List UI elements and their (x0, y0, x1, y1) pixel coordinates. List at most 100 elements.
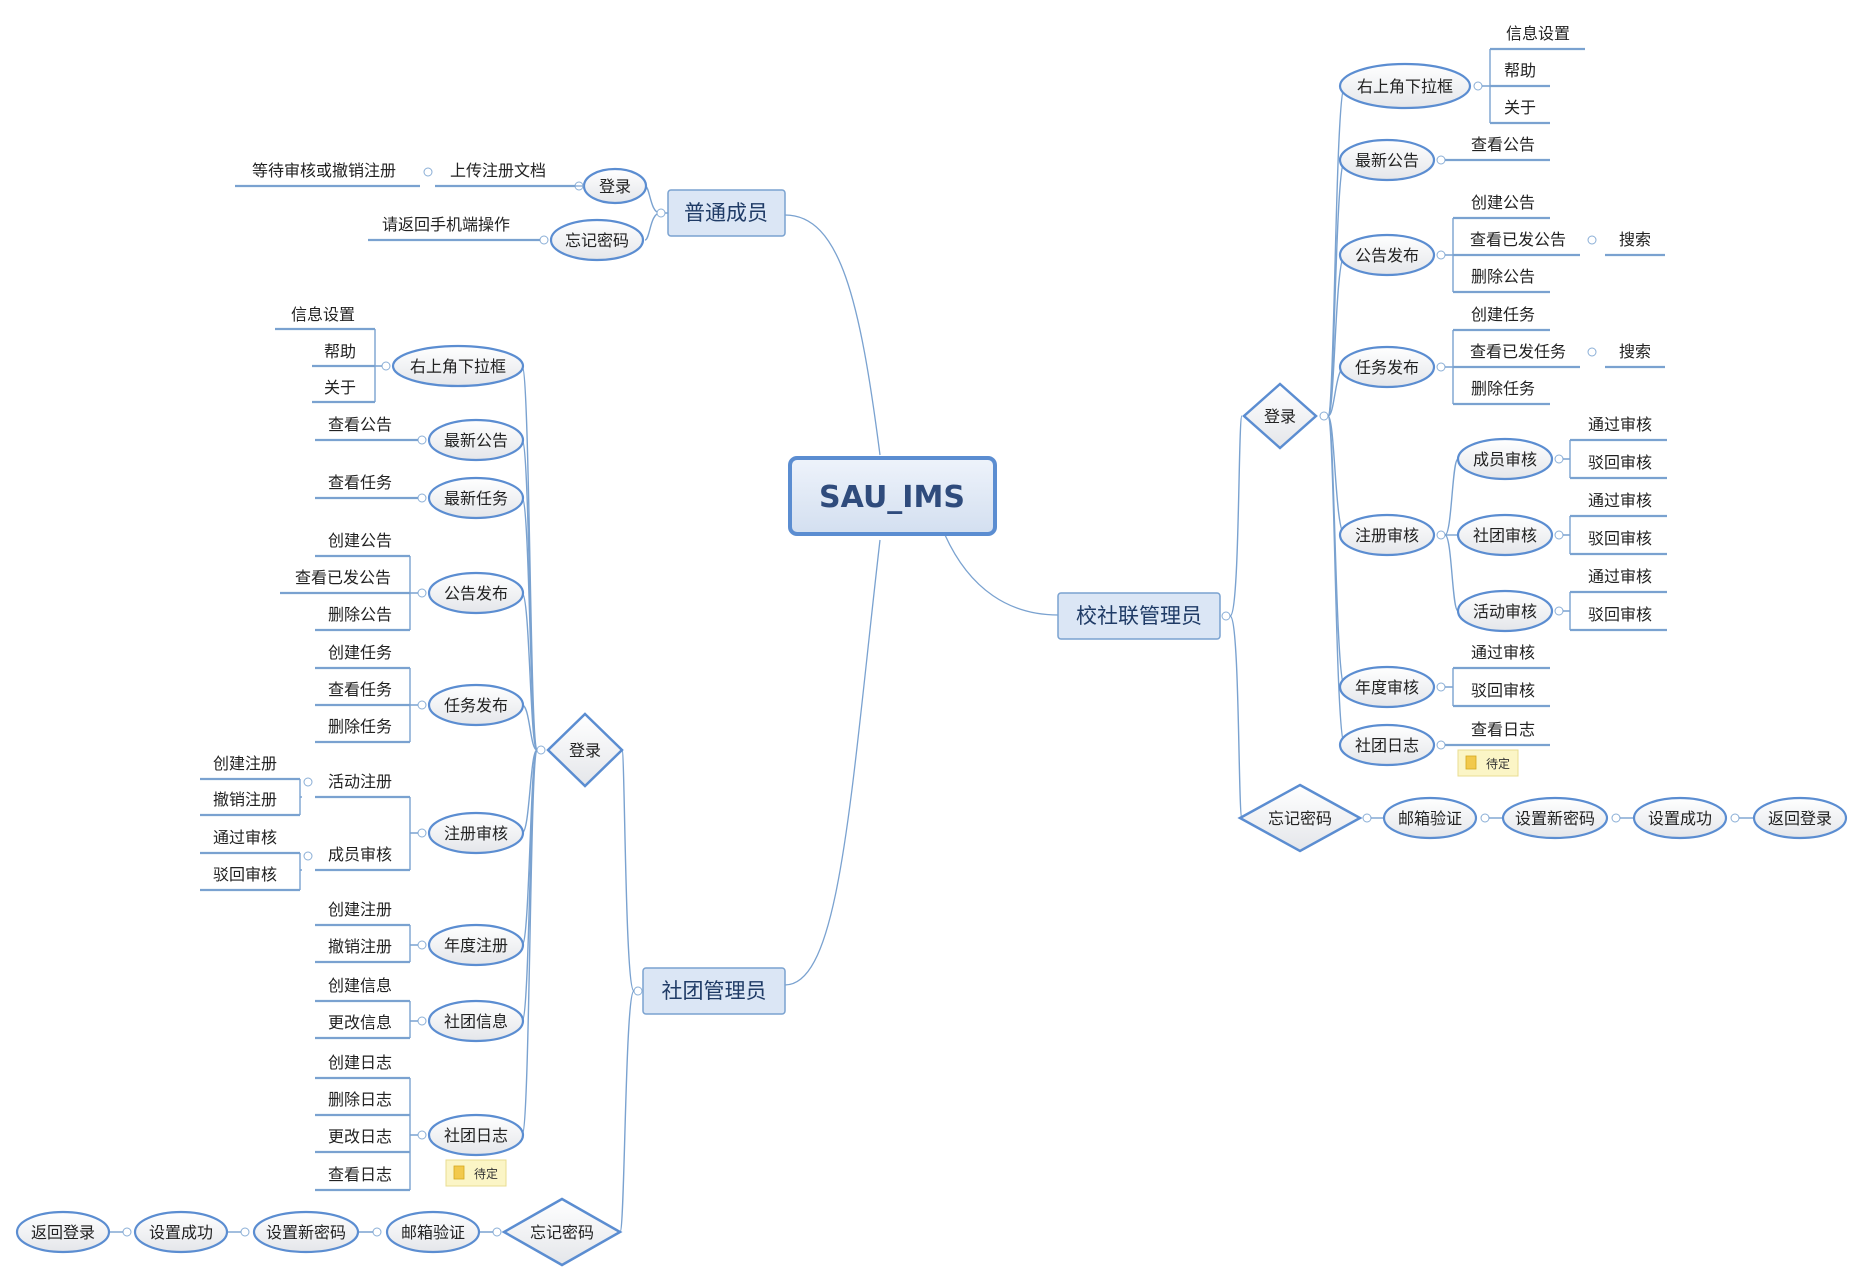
svg-text:设置新密码: 设置新密码 (1515, 809, 1595, 828)
union-activity-review-node[interactable]: 活动审核 (1456, 589, 1554, 633)
club-create-log[interactable]: 创建日志 (328, 1053, 392, 1072)
club-create-task[interactable]: 创建任务 (328, 643, 392, 662)
club-view-task-2[interactable]: 查看任务 (328, 680, 392, 699)
union-notice-publish-node[interactable]: 公告发布 (1338, 233, 1436, 277)
svg-text:设置成功: 设置成功 (149, 1223, 213, 1242)
union-login-node[interactable]: 登录 (1242, 382, 1318, 450)
union-admin-branch: 校社联管理员 登录 右上角下拉框 信息设置 (1057, 24, 1848, 853)
club-dropdown-item[interactable]: 关于 (324, 378, 356, 397)
club-latest-task-node[interactable]: 最新任务 (427, 476, 525, 520)
club-dropdown-item[interactable]: 信息设置 (291, 305, 355, 324)
svg-text:设置新密码: 设置新密码 (266, 1223, 346, 1242)
union-delete-notice[interactable]: 删除公告 (1471, 267, 1535, 286)
club-reg-review-node[interactable]: 注册审核 (427, 811, 525, 855)
union-member-review-node[interactable]: 成员审核 (1456, 437, 1554, 481)
club-edit-log[interactable]: 更改日志 (328, 1127, 392, 1146)
union-admin-node[interactable]: 校社联管理员 (1057, 592, 1221, 640)
union-dropdown-item[interactable]: 帮助 (1504, 61, 1536, 80)
club-view-task[interactable]: 查看任务 (328, 473, 392, 492)
union-approve[interactable]: 通过审核 (1588, 567, 1652, 586)
union-reject[interactable]: 驳回审核 (1588, 529, 1652, 548)
union-approve[interactable]: 通过审核 (1588, 491, 1652, 510)
union-dropdown-item[interactable]: 关于 (1504, 98, 1536, 117)
union-approve[interactable]: 通过审核 (1588, 415, 1652, 434)
union-annual-approve[interactable]: 通过审核 (1471, 643, 1535, 662)
club-log-node[interactable]: 社团日志 (427, 1113, 525, 1157)
svg-text:社团审核: 社团审核 (1473, 526, 1537, 545)
club-delete-log[interactable]: 删除日志 (328, 1090, 392, 1109)
union-forgot-step-email[interactable]: 邮箱验证 (1382, 796, 1478, 840)
union-create-task[interactable]: 创建任务 (1471, 305, 1535, 324)
club-cancel-reg[interactable]: 撤销注册 (213, 790, 277, 809)
union-reject[interactable]: 驳回审核 (1588, 605, 1652, 624)
club-view-log[interactable]: 查看日志 (328, 1165, 392, 1184)
union-forgot-step-success[interactable]: 设置成功 (1632, 796, 1728, 840)
club-annual-reg-node[interactable]: 年度注册 (427, 923, 525, 967)
union-reject[interactable]: 驳回审核 (1588, 453, 1652, 472)
club-create-notice[interactable]: 创建公告 (328, 531, 392, 550)
svg-text:社团管理员: 社团管理员 (662, 979, 767, 1003)
club-admin-login-node[interactable]: 登录 (546, 712, 624, 788)
club-notice-publish-node[interactable]: 公告发布 (427, 571, 525, 615)
member-upload-doc[interactable]: 上传注册文档 (450, 161, 546, 180)
svg-text:任务发布: 任务发布 (1355, 358, 1419, 377)
root-node[interactable]: SAU_IMS (788, 456, 997, 536)
club-annual-cancel[interactable]: 撤销注册 (328, 937, 392, 956)
union-reg-review-node[interactable]: 注册审核 (1338, 513, 1436, 557)
svg-text:登录: 登录 (1264, 407, 1296, 426)
union-delete-task[interactable]: 删除任务 (1471, 379, 1535, 398)
union-view-log[interactable]: 查看日志 (1471, 720, 1535, 739)
club-edit-info[interactable]: 更改信息 (328, 1013, 392, 1032)
member-wait-review[interactable]: 等待审核或撤销注册 (252, 161, 396, 180)
club-task-publish-node[interactable]: 任务发布 (427, 683, 525, 727)
svg-text:忘记密码: 忘记密码 (1268, 809, 1332, 828)
union-task-search[interactable]: 搜索 (1619, 342, 1651, 361)
union-forgot-step-return[interactable]: 返回登录 (1752, 796, 1848, 840)
union-view-sent-task[interactable]: 查看已发任务 (1470, 342, 1566, 361)
club-forgot-step-email[interactable]: 邮箱验证 (385, 1210, 481, 1254)
member-back-to-phone[interactable]: 请返回手机端操作 (382, 215, 510, 234)
svg-text:忘记密码: 忘记密码 (565, 231, 629, 250)
union-club-review-node[interactable]: 社团审核 (1456, 513, 1554, 557)
club-info-node[interactable]: 社团信息 (427, 999, 525, 1043)
club-forgot-step-success[interactable]: 设置成功 (133, 1210, 229, 1254)
union-create-notice[interactable]: 创建公告 (1471, 193, 1535, 212)
club-delete-task[interactable]: 删除任务 (328, 717, 392, 736)
club-forgot-step-return[interactable]: 返回登录 (15, 1210, 111, 1254)
club-create-reg[interactable]: 创建注册 (213, 754, 277, 773)
union-forgot-step-newpw[interactable]: 设置新密码 (1501, 796, 1609, 840)
club-activity-reg[interactable]: 活动注册 (328, 772, 392, 791)
club-annual-create[interactable]: 创建注册 (328, 900, 392, 919)
member-forgot-node[interactable]: 忘记密码 (549, 218, 645, 262)
club-view-sent-notice[interactable]: 查看已发公告 (295, 568, 391, 587)
club-dropdown-node[interactable]: 右上角下拉框 (391, 344, 525, 388)
union-dropdown-item[interactable]: 信息设置 (1506, 24, 1570, 43)
union-annual-reject[interactable]: 驳回审核 (1471, 681, 1535, 700)
club-approve[interactable]: 通过审核 (213, 828, 277, 847)
club-create-info[interactable]: 创建信息 (328, 976, 392, 995)
club-latest-notice-node[interactable]: 最新公告 (427, 418, 525, 462)
club-reject[interactable]: 驳回审核 (213, 865, 277, 884)
member-login-node[interactable]: 登录 (582, 167, 648, 205)
union-latest-notice-node[interactable]: 最新公告 (1338, 138, 1436, 182)
club-delete-notice[interactable]: 删除公告 (328, 605, 392, 624)
club-member-review[interactable]: 成员审核 (328, 845, 392, 864)
union-task-publish-node[interactable]: 任务发布 (1338, 345, 1436, 389)
svg-text:年度审核: 年度审核 (1355, 678, 1419, 697)
union-notice-search[interactable]: 搜索 (1619, 230, 1651, 249)
union-annual-review-node[interactable]: 年度审核 (1338, 665, 1436, 709)
club-forgot-step-newpw[interactable]: 设置新密码 (252, 1210, 360, 1254)
union-view-notice[interactable]: 查看公告 (1471, 135, 1535, 154)
member-node[interactable]: 普通成员 (667, 189, 786, 237)
union-view-sent-notice[interactable]: 查看已发公告 (1470, 230, 1566, 249)
club-view-notice[interactable]: 查看公告 (328, 415, 392, 434)
note-icon (453, 1165, 465, 1180)
union-dropdown-node[interactable]: 右上角下拉框 (1338, 62, 1472, 110)
union-club-log-node[interactable]: 社团日志 (1338, 723, 1436, 767)
union-forgot-node[interactable]: 忘记密码 (1237, 783, 1363, 853)
svg-text:注册审核: 注册审核 (444, 824, 508, 843)
club-dropdown-item[interactable]: 帮助 (324, 342, 356, 361)
club-forgot-node[interactable]: 忘记密码 (501, 1197, 623, 1267)
club-admin-node[interactable]: 社团管理员 (642, 967, 786, 1015)
